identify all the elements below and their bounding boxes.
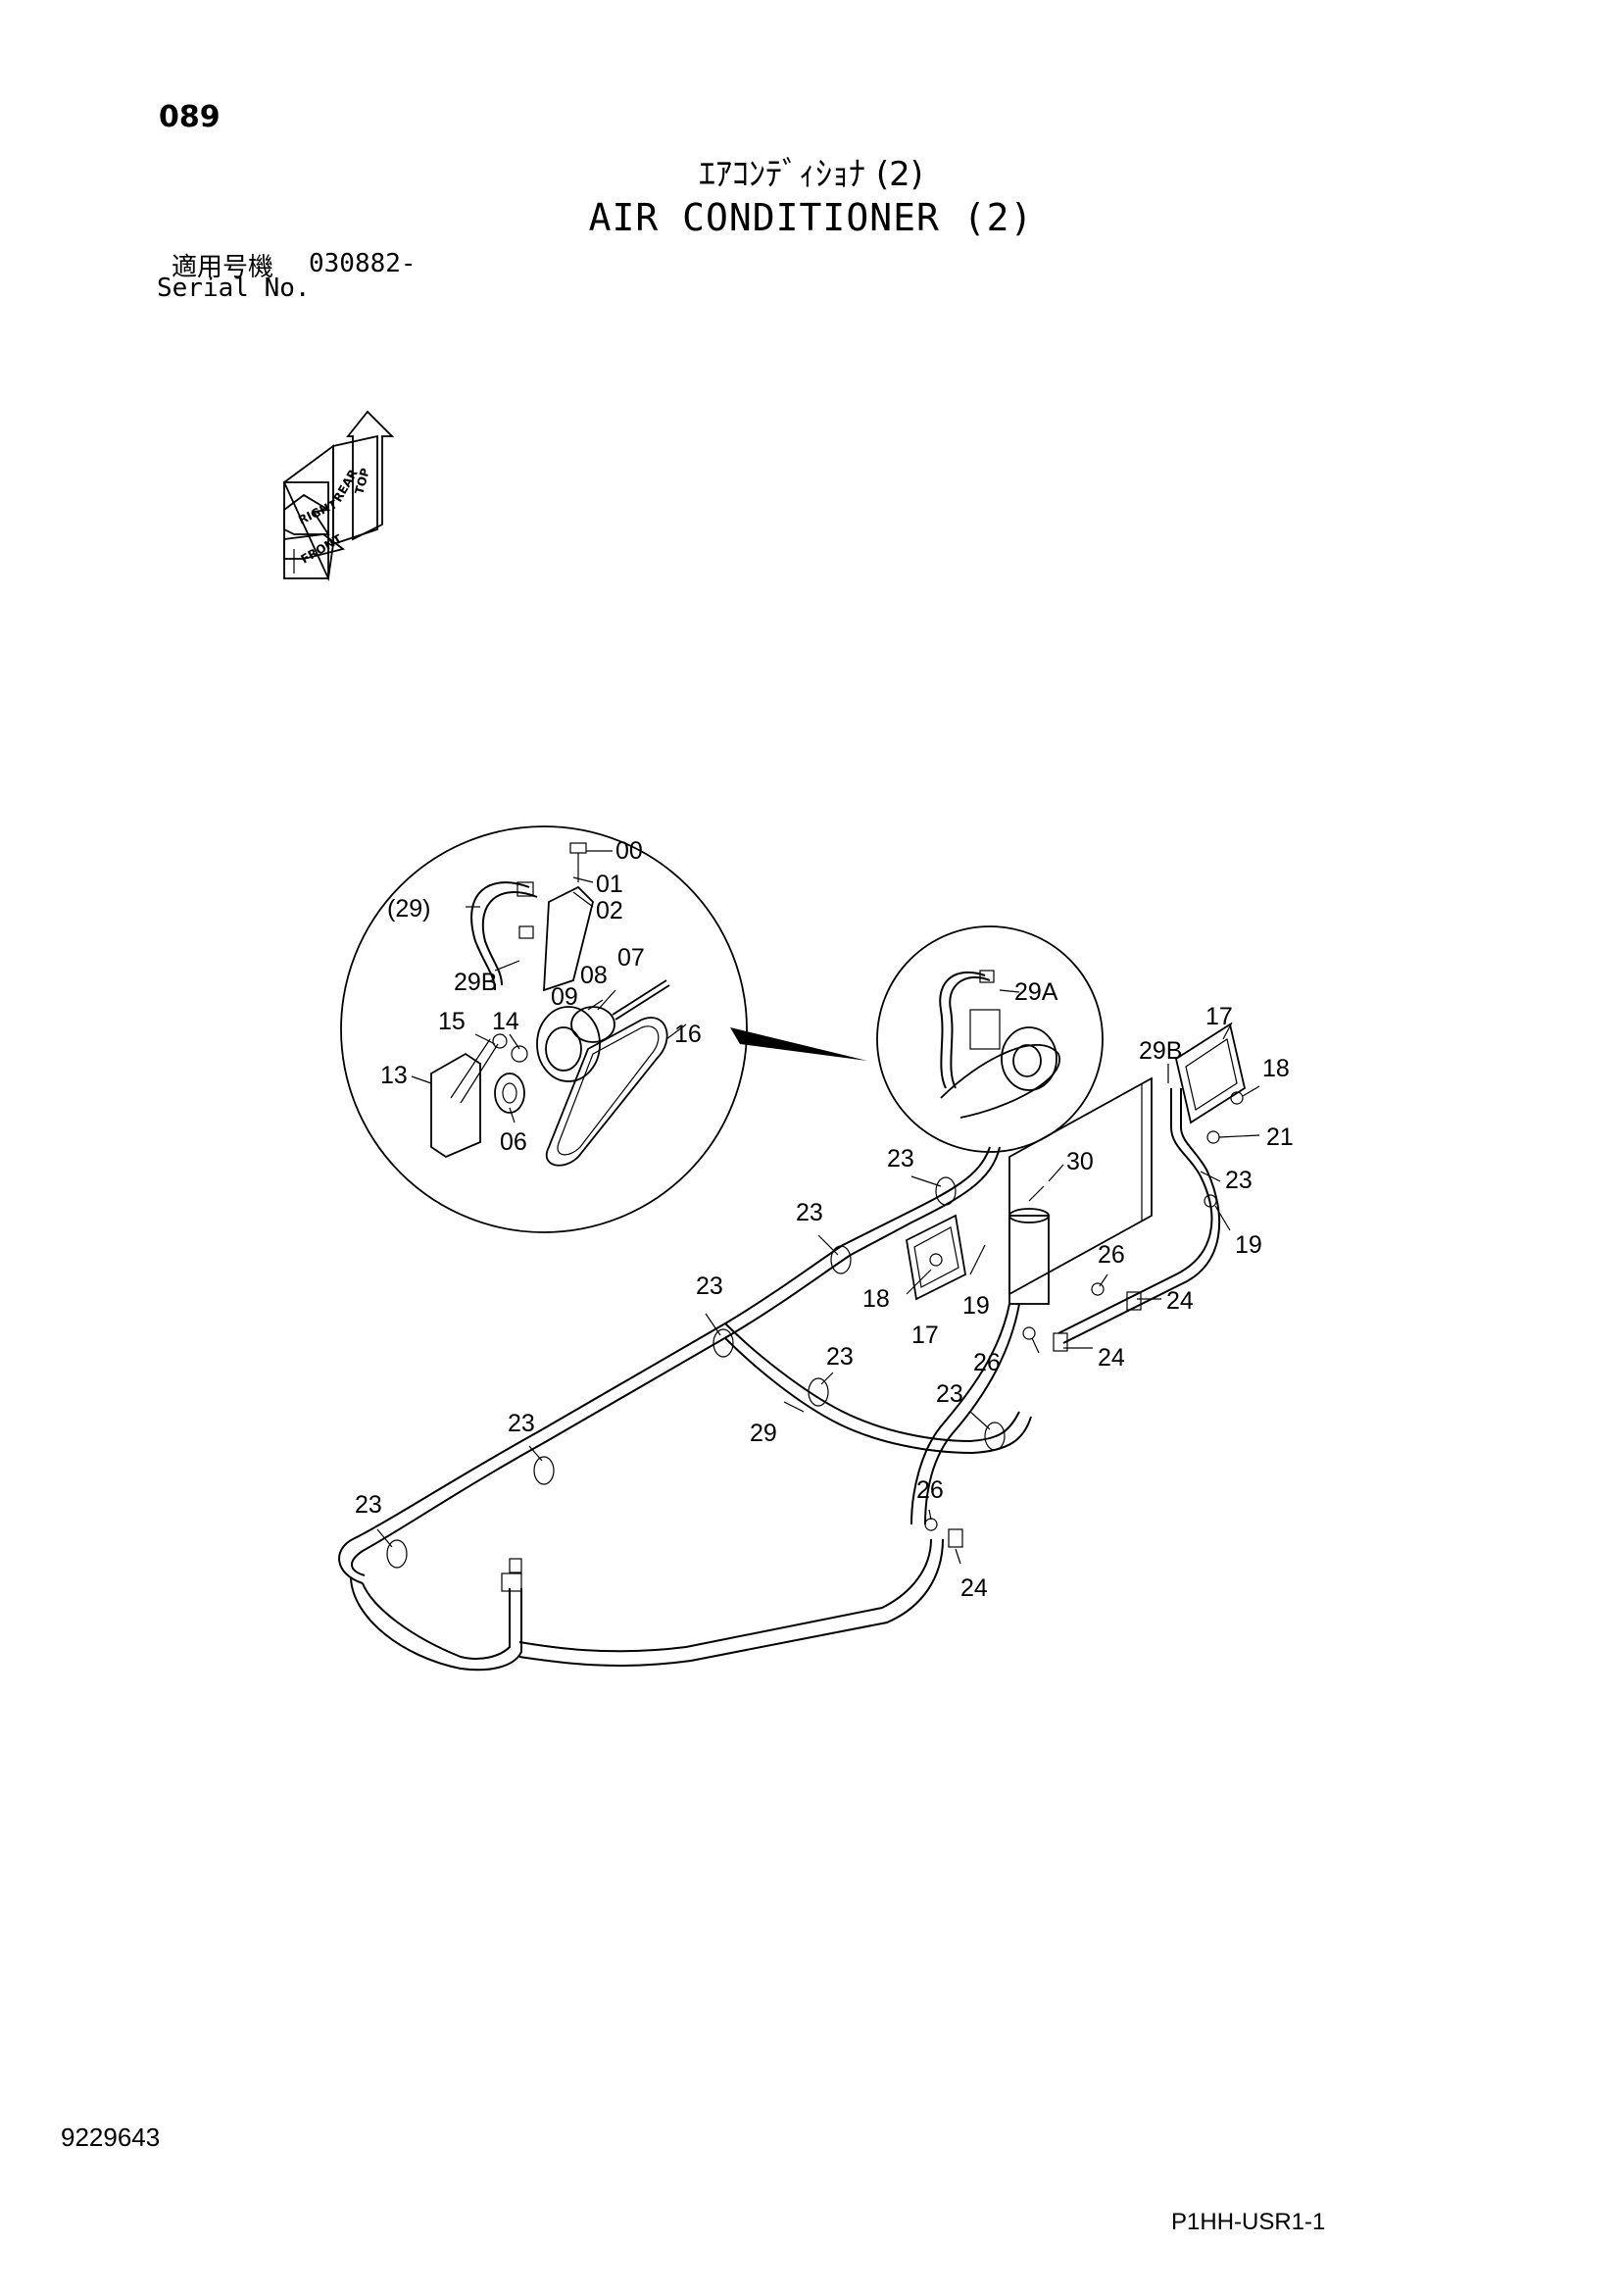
callout-26-a: 26	[1098, 1241, 1125, 1269]
callout-23-e: 23	[826, 1343, 854, 1371]
serial-range: 030882-	[309, 249, 417, 278]
callout-29b: 29B	[1139, 1037, 1182, 1065]
callout-29: 29	[750, 1420, 777, 1447]
title-english: AIR CONDITIONER (2)	[588, 196, 1034, 239]
callout-21: 21	[1266, 1123, 1294, 1151]
hose-routing	[338, 1146, 1032, 1672]
condenser-assembly	[906, 1023, 1247, 1548]
detail-pointer	[730, 1027, 867, 1061]
orientation-indicator: TOP REAR RIGHT FRONT	[282, 410, 395, 582]
callout-23-c: 23	[796, 1199, 823, 1226]
callout-23-b: 23	[1225, 1167, 1253, 1194]
callout-29-paren: (29)	[387, 895, 430, 923]
callout-23-d: 23	[696, 1273, 723, 1300]
callout-19-lower: 19	[962, 1292, 990, 1320]
callout-19-right: 19	[1235, 1231, 1262, 1259]
callout-26-b: 26	[973, 1349, 1001, 1376]
callout-02: 02	[596, 897, 623, 924]
engine-reference-view: 29A	[876, 925, 1104, 1153]
serial-label-japanese: 適用号機	[172, 253, 274, 282]
callout-23-h: 23	[355, 1491, 382, 1519]
callout-08: 08	[580, 962, 608, 989]
callout-09: 09	[551, 983, 578, 1011]
orientation-top-label: TOP	[352, 467, 372, 496]
compressor-detail-view: 00 01 02 (29) 07 29B 08 09 15 14 16 13 0…	[340, 825, 748, 1233]
callout-07: 07	[617, 944, 645, 972]
callout-17-lower: 17	[911, 1322, 939, 1349]
callout-24-c: 24	[960, 1574, 988, 1602]
callout-01: 01	[596, 871, 623, 898]
callout-15: 15	[438, 1008, 466, 1035]
callout-23-f: 23	[936, 1380, 963, 1408]
callout-17-right: 17	[1205, 1003, 1233, 1030]
callout-06: 06	[500, 1128, 527, 1156]
callout-29a: 29A	[1014, 978, 1058, 1006]
callout-18-right: 18	[1262, 1055, 1290, 1082]
callout-23-a: 23	[887, 1145, 914, 1173]
page-code: P1HH-USR1-1	[1171, 2209, 1326, 2235]
callout-26-c: 26	[916, 1476, 944, 1504]
callout-16: 16	[674, 1021, 702, 1048]
title-japanese: ｴｱｺﾝﾃﾞｨｼｮﾅ (2)	[699, 155, 923, 194]
callout-13: 13	[380, 1062, 408, 1089]
callout-14: 14	[492, 1008, 519, 1035]
callout-24-a: 24	[1166, 1287, 1194, 1315]
callout-18-lower: 18	[862, 1285, 890, 1313]
callout-24-b: 24	[1098, 1344, 1125, 1372]
main-callouts: 17 29B 18 21 23 30 23 19 23 26 18 19 24 …	[355, 1003, 1294, 1602]
callout-29b-detail: 29B	[454, 969, 497, 996]
callout-00: 00	[615, 837, 643, 865]
callout-23-g: 23	[508, 1410, 535, 1437]
document-number: 9229643	[61, 2122, 161, 2152]
callout-30: 30	[1066, 1148, 1094, 1175]
serial-label-english: Serial No.	[157, 274, 311, 303]
page-number: 089	[159, 100, 221, 134]
